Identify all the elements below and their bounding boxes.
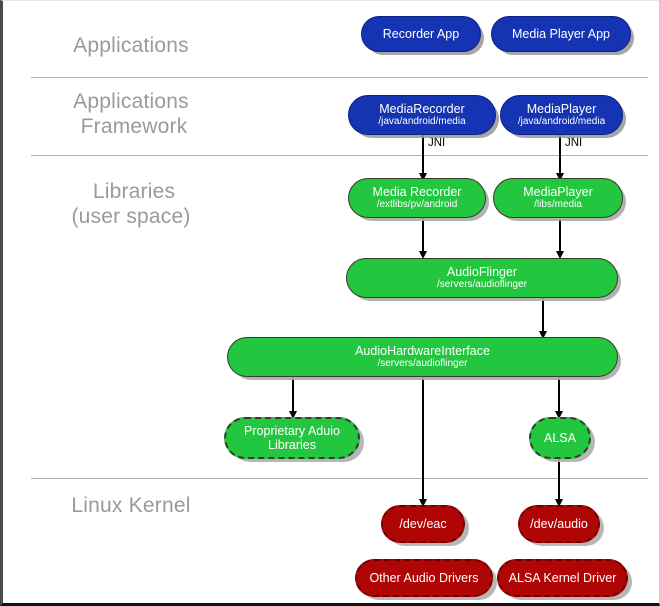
divider-libraries	[31, 478, 648, 479]
arrowhead-ahi-to-dev-eac	[418, 499, 427, 507]
arrowhead-mediarecorder-to-lib	[418, 173, 427, 181]
node-mediaplayer-framework-title: MediaPlayer	[526, 102, 597, 116]
node-recorder-app-title: Recorder App	[382, 27, 460, 41]
connector-ahi-to-proprietary-libs	[292, 377, 294, 417]
node-proprietary-audio-libs-title: Proprietary Aduio	[244, 424, 340, 438]
band-label-linux-kernel: Linux Kernel	[71, 494, 191, 517]
node-audioflinger[interactable]: AudioFlinger /servers/audioflinger	[346, 258, 618, 298]
arrowhead-ahi-to-alsa	[554, 411, 563, 419]
arrowhead-media-recorder-lib-to-audioflinger	[418, 251, 427, 259]
arrowhead-alsa-to-dev-audio	[554, 499, 563, 507]
node-audioflinger-subtitle: /servers/audioflinger	[436, 279, 528, 290]
node-audioflinger-title: AudioFlinger	[446, 265, 518, 279]
node-mediarecorder-framework-title: MediaRecorder	[379, 102, 465, 116]
node-mediarecorder-framework[interactable]: MediaRecorder /java/android/media	[348, 95, 496, 135]
node-mediaplayer-lib-subtitle: /libs/media	[534, 199, 582, 210]
node-alsa-kernel-driver-title: ALSA Kernel Driver	[508, 571, 617, 585]
node-audiohardwareinterface-title: AudioHardwareInterface	[355, 344, 490, 358]
arrowhead-mediaplayer-to-lib	[555, 173, 564, 181]
node-alsa-kernel-driver[interactable]: ALSA Kernel Driver	[497, 559, 628, 597]
node-other-audio-drivers[interactable]: Other Audio Drivers	[355, 559, 493, 597]
divider-applications	[31, 77, 648, 78]
connector-ahi-to-dev-eac	[422, 377, 424, 505]
node-media-player-app[interactable]: Media Player App	[491, 16, 631, 52]
node-media-recorder-lib-subtitle: /extlibs/pv/android	[376, 199, 458, 210]
node-mediaplayer-framework-subtitle: /java/android/media	[517, 116, 606, 127]
node-dev-eac[interactable]: /dev/eac	[381, 505, 465, 543]
node-mediaplayer-lib[interactable]: MediaPlayer /libs/media	[493, 178, 623, 218]
node-alsa[interactable]: ALSA	[529, 417, 591, 459]
band-label-applications: Applications	[73, 34, 189, 57]
connector-alsa-to-dev-audio	[558, 459, 560, 505]
connector-mediaplayer-lib-to-audioflinger	[559, 218, 561, 257]
connector-ahi-to-alsa	[558, 377, 560, 417]
connector-mediaplayer-to-lib	[559, 135, 561, 179]
node-media-player-app-title: Media Player App	[512, 27, 610, 41]
node-dev-eac-title: /dev/eac	[399, 517, 447, 531]
edge-label-jni-recorder: JNI	[428, 137, 446, 149]
node-mediaplayer-framework[interactable]: MediaPlayer /java/android/media	[500, 95, 623, 135]
node-audiohardwareinterface[interactable]: AudioHardwareInterface /servers/audiofli…	[227, 337, 618, 377]
node-proprietary-audio-libs-subtitle: Libraries	[268, 438, 316, 452]
node-media-recorder-lib[interactable]: Media Recorder /extlibs/pv/android	[348, 178, 486, 218]
connector-mediarecorder-to-lib	[422, 135, 424, 179]
node-mediarecorder-framework-subtitle: /java/android/media	[378, 116, 466, 127]
node-audiohardwareinterface-subtitle: /servers/audioflinger	[377, 358, 468, 369]
band-label-libraries: Libraries (user space)	[71, 180, 191, 228]
node-mediaplayer-lib-title: MediaPlayer	[523, 185, 593, 199]
band-label-applications-framework: Applications Framework	[73, 90, 189, 138]
node-proprietary-audio-libs[interactable]: Proprietary Aduio Libraries	[224, 417, 360, 459]
node-recorder-app[interactable]: Recorder App	[361, 16, 481, 52]
node-dev-audio-title: /dev/audio	[530, 517, 588, 531]
node-media-recorder-lib-title: Media Recorder	[372, 185, 462, 199]
arrowhead-mediaplayer-lib-to-audioflinger	[555, 251, 564, 259]
edge-label-jni-player: JNI	[565, 137, 583, 149]
arrowhead-ahi-to-proprietary-libs	[288, 411, 297, 419]
node-dev-audio[interactable]: /dev/audio	[518, 505, 600, 543]
node-alsa-title: ALSA	[544, 431, 576, 445]
connector-audioflinger-to-audiohardwareinterface	[542, 298, 544, 337]
divider-applications-framework	[31, 155, 648, 156]
node-other-audio-drivers-title: Other Audio Drivers	[369, 571, 479, 585]
connector-media-recorder-lib-to-audioflinger	[422, 218, 424, 257]
arrowhead-audioflinger-to-audiohardwareinterface	[538, 331, 547, 339]
